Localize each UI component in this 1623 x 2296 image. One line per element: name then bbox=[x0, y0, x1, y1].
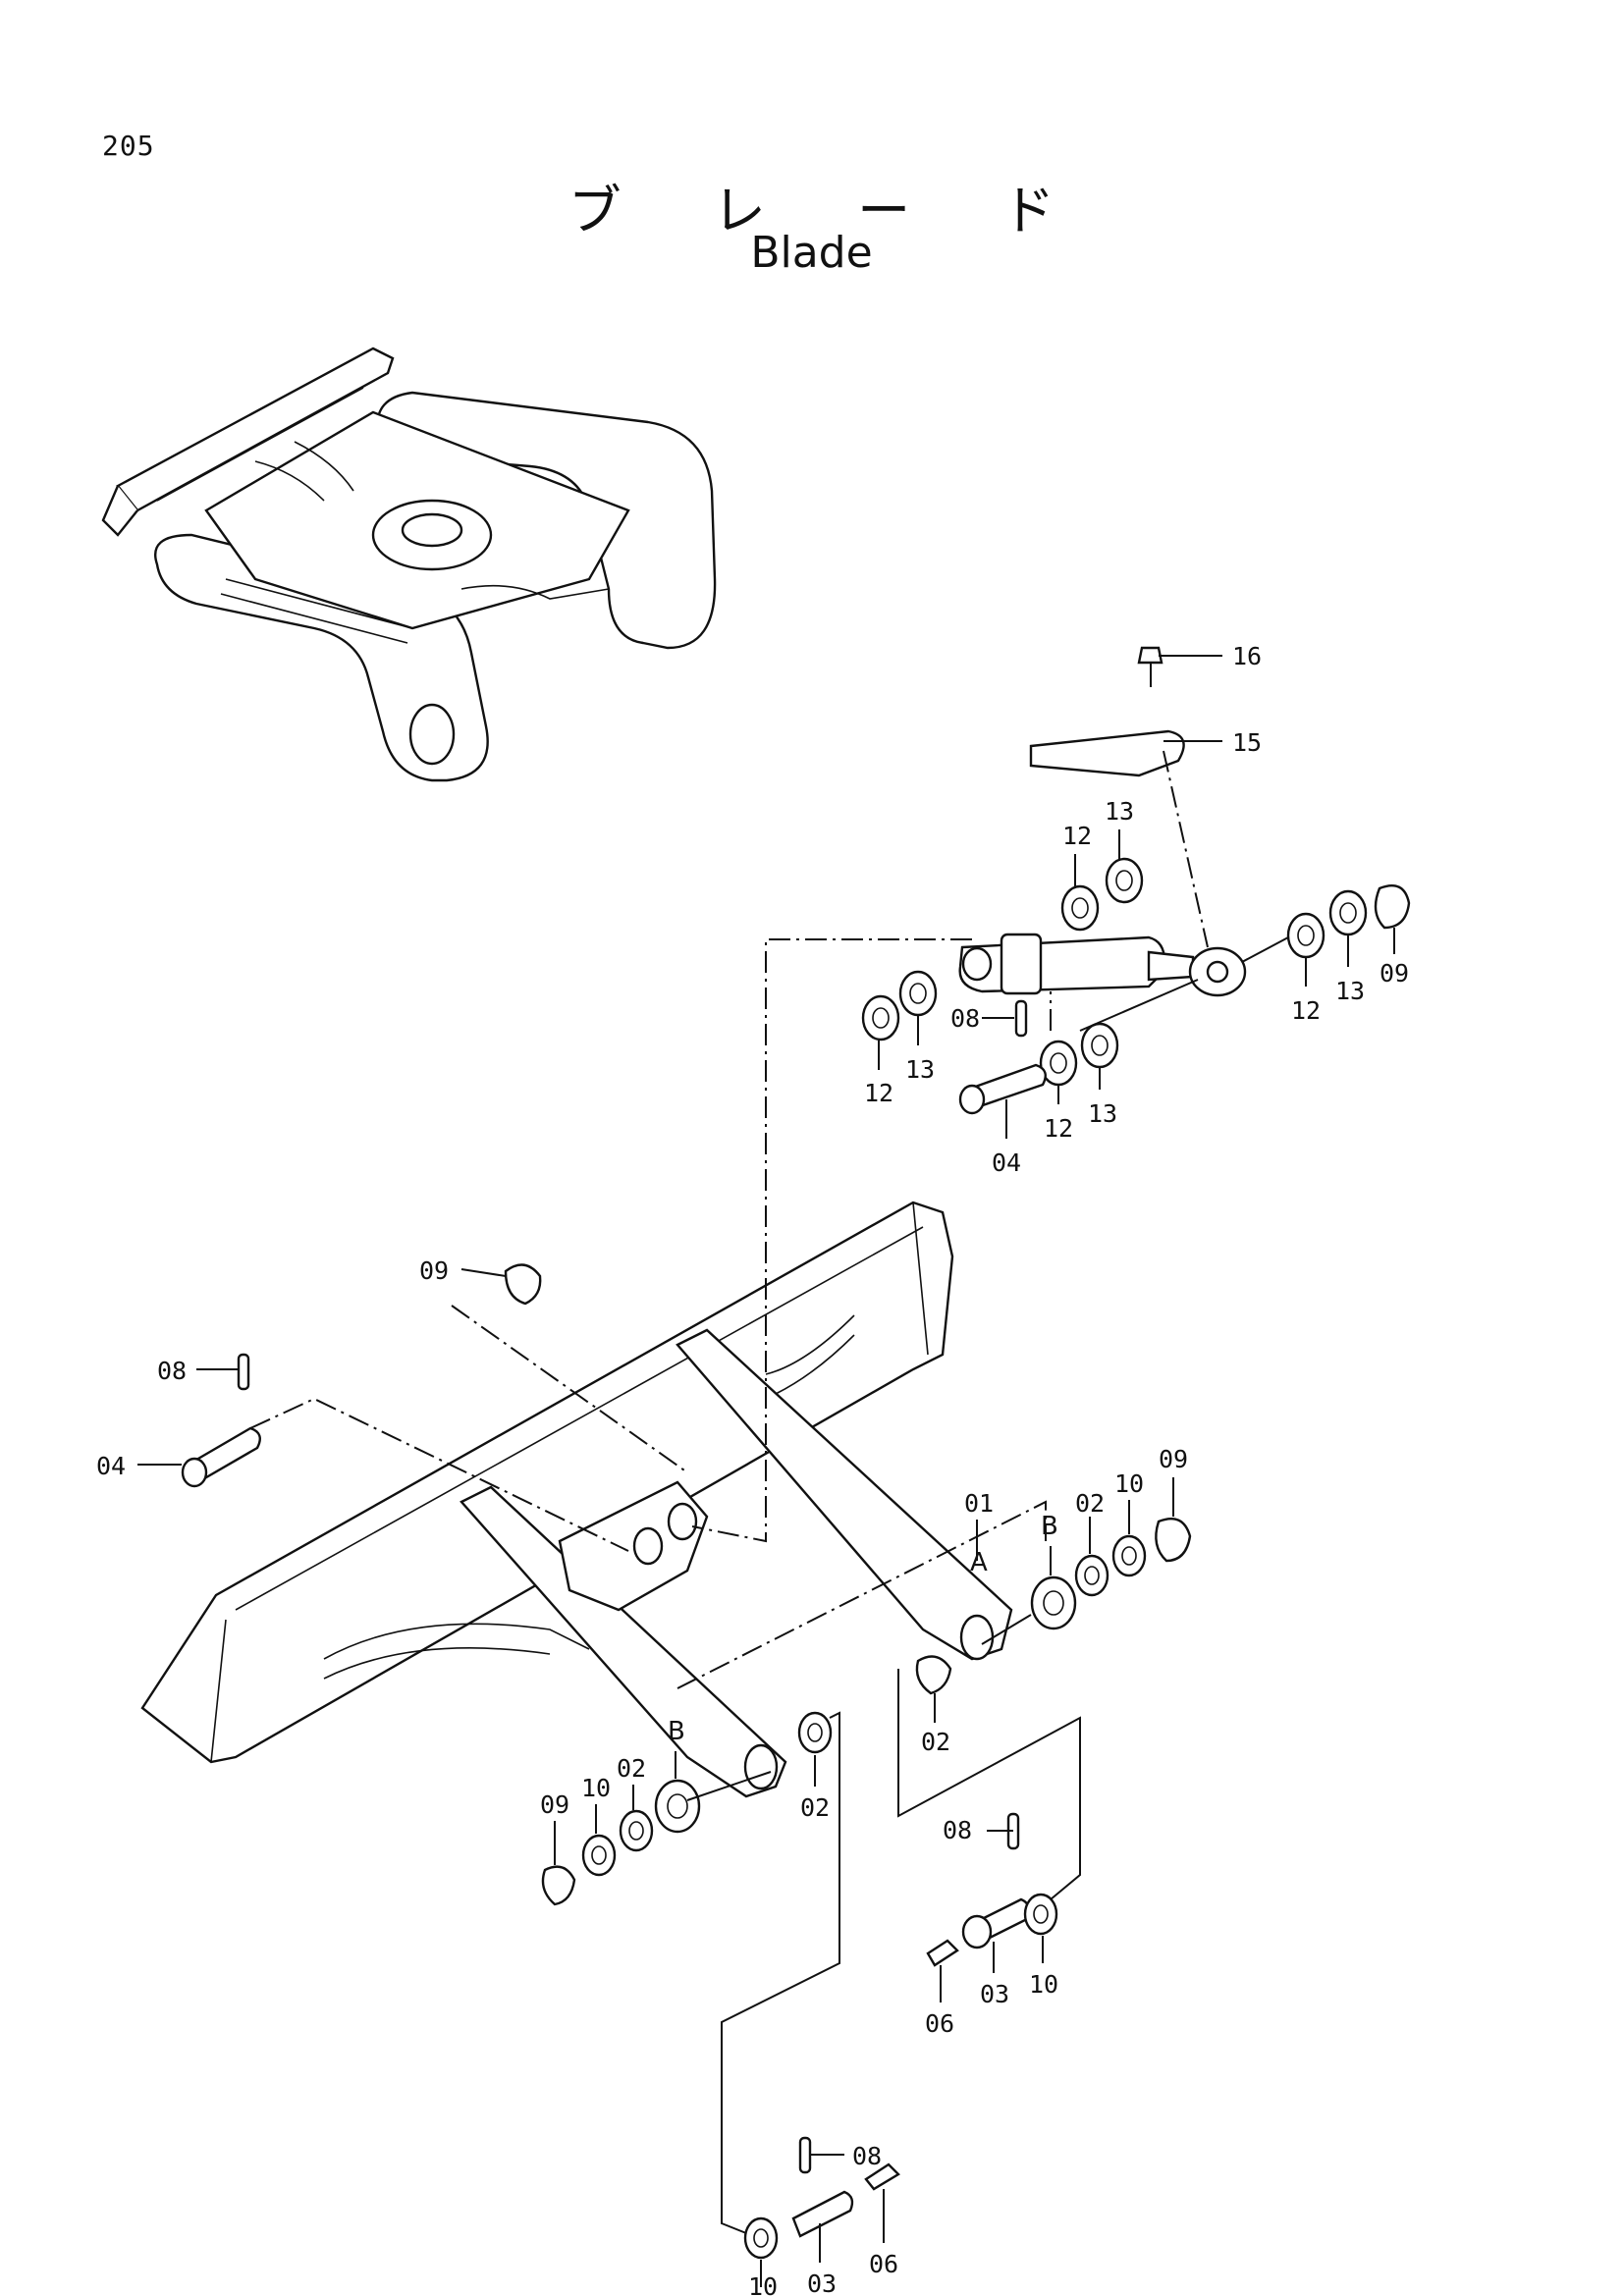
lower-pins bbox=[743, 1812, 1058, 2260]
callout-13: 13 bbox=[1105, 797, 1134, 826]
machine-overview-illustration bbox=[101, 347, 717, 782]
leader-lines bbox=[137, 829, 1395, 2287]
callout-04: 04 bbox=[992, 1148, 1021, 1177]
washers-cylinder bbox=[861, 857, 1411, 1087]
callout-08: 08 bbox=[157, 1357, 187, 1385]
blade-cylinder bbox=[958, 933, 1247, 997]
title-english: Blade bbox=[750, 228, 873, 278]
callout-10: 10 bbox=[1029, 1970, 1058, 1999]
assembly-lines bbox=[249, 750, 1289, 2234]
callout-09: 09 bbox=[419, 1256, 449, 1285]
blade-assembly bbox=[140, 1201, 1013, 1798]
callout-13: 13 bbox=[905, 1055, 935, 1084]
callout-12: 12 bbox=[1291, 996, 1321, 1025]
callout-point-b: B bbox=[668, 1717, 685, 1746]
title-japanese: ブ レ ー ド bbox=[568, 180, 1093, 241]
callout-12: 12 bbox=[864, 1079, 893, 1107]
callout-09: 09 bbox=[1380, 959, 1409, 988]
right-bushing-set bbox=[915, 1517, 1192, 1695]
callout-09: 09 bbox=[540, 1790, 569, 1819]
callout-06: 06 bbox=[869, 2250, 898, 2278]
callout-08: 08 bbox=[950, 1004, 980, 1033]
callout-04: 04 bbox=[96, 1452, 126, 1480]
callout-01: 01 bbox=[964, 1489, 994, 1518]
cylinder-pin bbox=[958, 999, 1047, 1115]
callout-12: 12 bbox=[1044, 1114, 1073, 1143]
callout-02: 02 bbox=[800, 1793, 830, 1822]
callout-13: 13 bbox=[1335, 977, 1365, 1005]
callout-09: 09 bbox=[1159, 1445, 1188, 1473]
callout-02: 02 bbox=[1075, 1489, 1105, 1518]
callout-15: 15 bbox=[1232, 728, 1262, 757]
callout-13: 13 bbox=[1088, 1099, 1117, 1128]
callout-10: 10 bbox=[581, 1774, 611, 1802]
cover-plate-and-bolt bbox=[1029, 646, 1222, 777]
callout-12: 12 bbox=[1062, 822, 1092, 850]
callout-08: 08 bbox=[852, 2142, 882, 2170]
callout-10: 10 bbox=[1114, 1469, 1144, 1498]
callout-point-a: A bbox=[970, 1548, 988, 1577]
page-number: 205 bbox=[102, 130, 155, 162]
callout-06: 06 bbox=[925, 2009, 954, 2038]
left-bushing-set bbox=[541, 1711, 833, 1906]
callout-03: 03 bbox=[807, 2269, 837, 2296]
callout-point-b: B bbox=[1041, 1512, 1058, 1541]
snap-ring bbox=[504, 1263, 542, 1306]
callout-02: 02 bbox=[617, 1754, 646, 1783]
left-pin bbox=[181, 1353, 261, 1488]
callout-03: 03 bbox=[980, 1980, 1009, 2008]
callout-16: 16 bbox=[1232, 642, 1262, 670]
callout-10: 10 bbox=[748, 2272, 778, 2296]
callout-02: 02 bbox=[921, 1728, 950, 1756]
callout-labels: 16 15 12 13 12 13 08 04 12 13 12 13 09 0… bbox=[96, 642, 1409, 2296]
callout-08: 08 bbox=[943, 1816, 972, 1844]
